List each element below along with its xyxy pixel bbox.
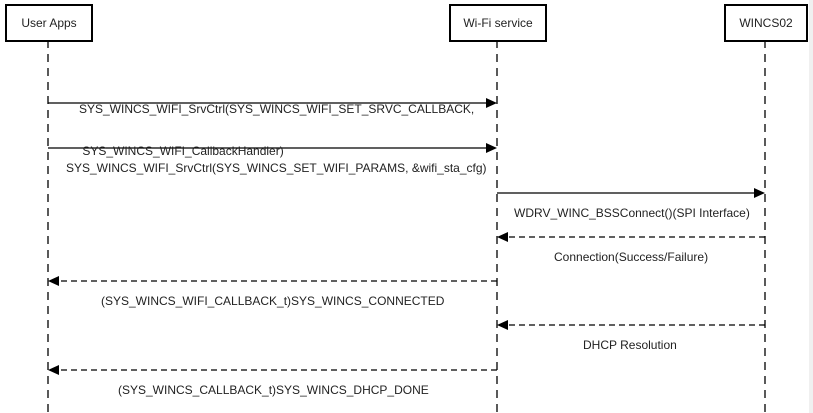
arrowhead-icon [497,232,508,242]
message-label-6: DHCP Resolution [583,310,677,366]
participant-label: Wi-Fi service [463,16,533,30]
participant-user-apps: User Apps [5,4,93,42]
message-label-line: SYS_WINCS_WIFI_CallbackHandler) [79,144,284,158]
arrowhead-icon [497,320,508,330]
message-label-7: (SYS_WINCS_CALLBACK_t)SYS_WINCS_DHCP_DON… [118,355,429,411]
message-label-line: SYS_WINCS_WIFI_SrvCtrl(SYS_WINCS_WIFI_SE… [79,102,475,116]
participant-wincs02: WINCS02 [724,4,808,42]
message-label-line: SYS_WINCS_WIFI_SrvCtrl(SYS_WINCS_SET_WIF… [66,161,487,175]
message-label-line: WDRV_WINC_BSSConnect()(SPI Interface) [514,206,750,220]
arrowhead-icon [754,188,765,198]
arrowhead-icon [48,365,59,375]
message-label-5: (SYS_WINCS_WIFI_CALLBACK_t)SYS_WINCS_CON… [101,266,444,322]
message-label-line: DHCP Resolution [583,338,677,352]
arrowhead-icon [48,276,59,286]
message-label-line: (SYS_WINCS_WIFI_CALLBACK_t)SYS_WINCS_CON… [101,294,445,308]
right-edge-strip [809,0,813,413]
message-label-2: SYS_WINCS_WIFI_SrvCtrl(SYS_WINCS_SET_WIF… [66,133,487,189]
arrowhead-icon [486,143,497,153]
participant-wifi-service: Wi-Fi service [449,4,547,42]
participant-label: User Apps [21,16,77,30]
participant-label: WINCS02 [739,16,793,30]
message-label-4: Connection(Success/Failure) [554,222,708,278]
arrowhead-icon [486,98,497,108]
message-label-1: SYS_WINCS_WIFI_SrvCtrl(SYS_WINCS_WIFI_SE… [79,74,474,172]
message-label-3: WDRV_WINC_BSSConnect()(SPI Interface) [514,178,750,234]
message-label-line: (SYS_WINCS_CALLBACK_t)SYS_WINCS_DHCP_DON… [118,383,429,397]
message-label-line: Connection(Success/Failure) [554,250,709,264]
